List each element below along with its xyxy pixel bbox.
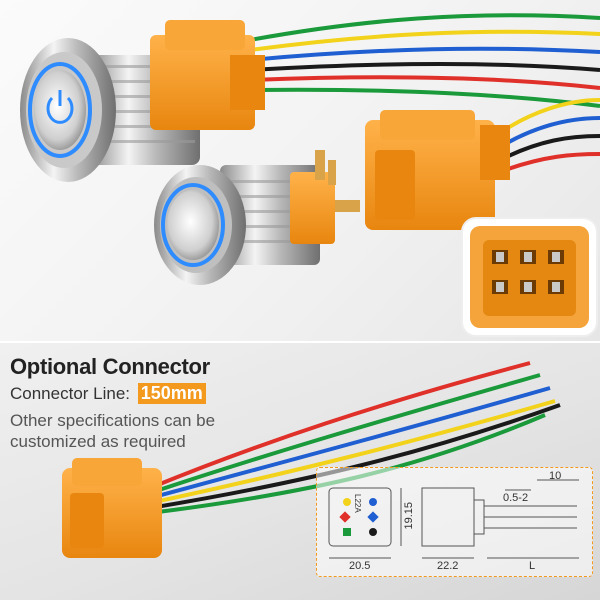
- power-icon: [46, 90, 74, 124]
- small-switch: [154, 150, 360, 285]
- section-headline: Optional Connector: [10, 354, 210, 379]
- model-code: L22A: [353, 494, 362, 513]
- dim-body: 22.2: [437, 560, 459, 572]
- customization-note: Other specifications can be customized a…: [10, 411, 216, 451]
- connector-line-label: Connector Line:: [10, 384, 131, 403]
- switch-illustration: [20, 13, 600, 337]
- dim-strip: 0.5-2: [503, 492, 529, 504]
- bottom-wire-bundle: [149, 361, 561, 515]
- dim-length: L: [529, 560, 536, 572]
- drawing-lines: [328, 479, 579, 559]
- switch-photo: [0, 0, 600, 343]
- dim-width: 20.5: [349, 560, 371, 572]
- section-divider: [0, 341, 600, 344]
- large-switch: [20, 20, 265, 182]
- dim-height: 19.15: [403, 502, 415, 530]
- dim-tip: 10: [549, 470, 562, 482]
- wired-connector: [62, 458, 162, 558]
- connector-illustration: [62, 361, 561, 558]
- connector-line-value: 150mm: [137, 383, 206, 404]
- connector-line-spec: Connector Line: 150mm: [10, 383, 206, 404]
- top-wire-bundle: [249, 13, 600, 172]
- dimension-drawing: L22A 20.5 19.15 22.2 0.5-2 10 L: [316, 467, 593, 577]
- loose-connector: [365, 110, 510, 230]
- connector-zoom-inset: [461, 217, 598, 337]
